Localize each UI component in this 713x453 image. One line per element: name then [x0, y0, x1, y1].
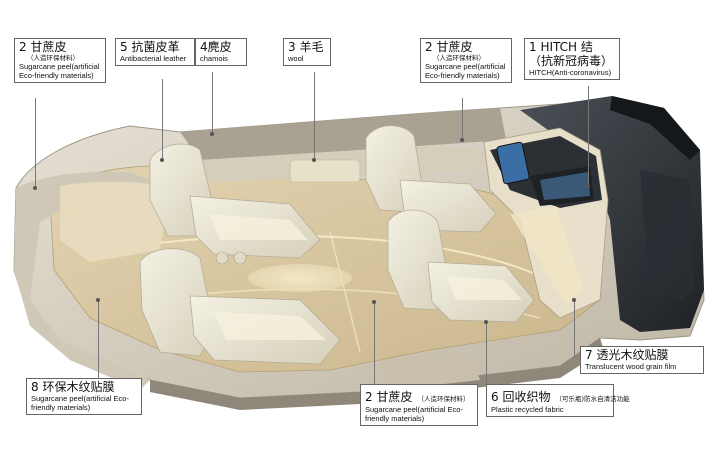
callout-subtitle: （人造环保材料）	[417, 395, 470, 403]
seat-front-right	[387, 209, 535, 323]
callout-sugarcane-peel-1: 2 甘蔗皮 （人造环保材料） Sugarcane peel(artificial…	[14, 38, 106, 83]
display-screen	[496, 141, 530, 185]
callout-recycled-fabric: 6 回收织物 （可乐瓶)防水自清洁功能 Plastic recycled fab…	[486, 384, 630, 417]
callout-english: Translucent wood grain film	[585, 362, 677, 371]
seat-rear-left	[149, 143, 321, 259]
leader-dot	[484, 320, 488, 324]
leader-dot	[210, 132, 214, 136]
callout-title: 2 甘蔗皮	[425, 40, 473, 54]
callout-english: Sugarcane peel(artificial Eco-friendly m…	[425, 62, 506, 80]
callout-eco-wood-film: 8 环保木纹贴膜 Sugarcane peel(artificial Eco-f…	[26, 378, 142, 415]
callout-hitch: 1 HITCH 结 （抗新冠病毒） HITCH(Anti-coronavirus…	[524, 38, 620, 80]
callout-sugarcane-peel-3: 2 甘蔗皮 （人造环保材料） Sugarcane peel(artificial…	[360, 384, 478, 426]
callout-title: 8 环保木纹贴膜	[31, 380, 115, 394]
callout-sugarcane-peel-2: 2 甘蔗皮 （人造环保材料） Sugarcane peel(artificial…	[420, 38, 512, 83]
leader-line	[162, 79, 163, 159]
callout-title: 2 甘蔗皮	[19, 40, 67, 54]
leader-line	[486, 322, 487, 384]
leader-line	[588, 86, 589, 186]
leader-line	[35, 98, 36, 188]
leader-dot	[460, 138, 464, 142]
callout-english: Sugarcane peel(artificial Eco-friendly m…	[365, 405, 463, 423]
leader-dot	[372, 300, 376, 304]
leader-dot	[572, 298, 576, 302]
callout-title: 5 抗菌皮革	[120, 40, 180, 54]
callout-chamois: 4麂皮 chamois	[195, 38, 247, 66]
callout-title: 6 回收织物	[491, 390, 551, 404]
callout-subtitle: （人造环保材料）	[27, 54, 79, 62]
callout-title-line2: （抗新冠病毒）	[529, 54, 614, 68]
leader-line	[314, 72, 315, 160]
callout-title: 7 透光木纹贴膜	[585, 348, 669, 362]
leader-line	[462, 98, 463, 140]
callout-english: Sugarcane peel(artificial Eco-friendly m…	[31, 394, 129, 412]
callout-antibacterial-leather: 5 抗菌皮革 Antibacterial leather	[115, 38, 195, 66]
callout-translucent-wood-film: 7 透光木纹贴膜 Translucent wood grain film	[580, 346, 704, 374]
left-side-panel	[14, 171, 150, 390]
seat-front-left	[139, 248, 341, 365]
callout-title: 4麂皮	[200, 40, 232, 54]
callout-subtitle: （可乐瓶)防水自清洁功能	[555, 395, 630, 403]
leader-dot	[96, 298, 100, 302]
callout-title: 2 甘蔗皮	[365, 390, 413, 404]
leader-line	[98, 300, 99, 378]
callout-english: Antibacterial leather	[120, 54, 187, 63]
leader-dot	[586, 184, 590, 188]
leader-line	[574, 300, 575, 358]
callout-english: Plastic recycled fabric	[491, 405, 564, 414]
callout-wool: 3 羊毛 wool	[283, 38, 331, 66]
callout-title: 3 羊毛	[288, 40, 324, 54]
leader-dot	[312, 158, 316, 162]
leader-line	[212, 72, 213, 134]
callout-english: Sugarcane peel(artificial Eco-friendly m…	[19, 62, 100, 80]
callout-english: HITCH(Anti-coronavirus)	[529, 68, 612, 77]
callout-english: wool	[288, 54, 304, 63]
leader-dot	[33, 186, 37, 190]
callout-title: 1 HITCH 结	[529, 40, 593, 54]
callout-english: chamois	[200, 54, 228, 63]
leader-dot	[160, 158, 164, 162]
leader-line	[374, 302, 375, 384]
callout-subtitle: （人造环保材料）	[433, 54, 485, 62]
